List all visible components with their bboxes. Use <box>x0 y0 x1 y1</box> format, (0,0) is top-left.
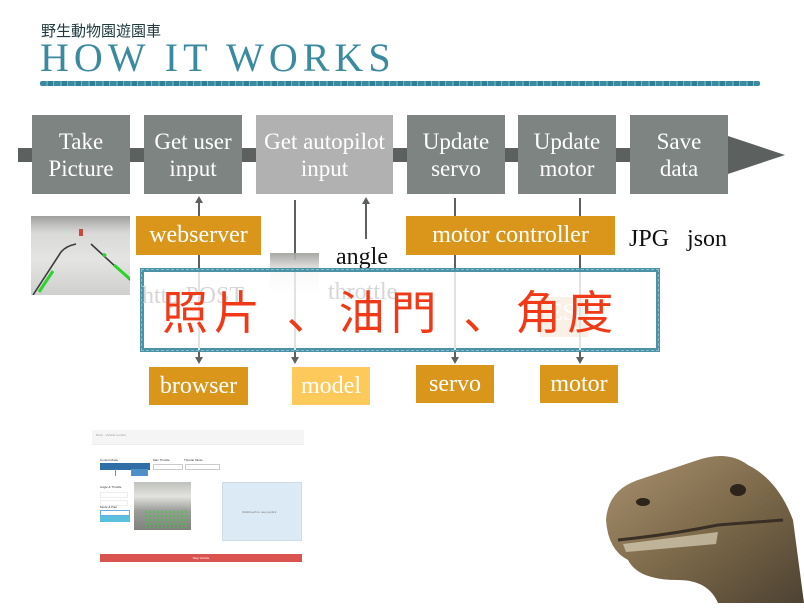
dino-mouth-line <box>617 518 784 542</box>
callout-text: 照片 、油門 、角度 <box>162 286 620 340</box>
dino-nostril <box>636 498 650 506</box>
motor-tag: motor <box>540 365 618 403</box>
mode-pilot-select[interactable] <box>100 510 130 516</box>
dino-teeth <box>623 532 718 552</box>
camera-photo <box>31 216 130 295</box>
arrow-to-servo-icon <box>451 352 459 364</box>
web-ui-breadcrumb: Drive · Vehicle Control <box>96 433 126 437</box>
joystick-panel[interactable] <box>222 482 302 541</box>
title-underline <box>40 81 760 86</box>
step-update-motor: Update motor <box>518 115 616 194</box>
control-mode-label: Control Mode <box>100 458 119 462</box>
step-save-data: Save data <box>630 115 728 194</box>
servo-tag: servo <box>416 365 494 403</box>
track-detect-left <box>37 270 55 293</box>
http-post-faded-label: http POST <box>142 283 245 309</box>
connector-webserver-browser <box>198 254 200 268</box>
data-formats-label: JPG json <box>629 226 728 252</box>
angle-field[interactable] <box>100 492 128 498</box>
track-line-left <box>32 243 77 295</box>
web-ui-screenshot: Drive · Vehicle Control Control Mode Max… <box>92 430 304 565</box>
joystick-panel-text: Click/touch to use joystick <box>242 510 277 514</box>
throttle-faded-label: throttle <box>328 279 398 305</box>
max-throttle-label: Max Throttle <box>153 458 170 462</box>
step-update-servo: Update servo <box>407 115 505 194</box>
dino-head-shape <box>606 456 804 603</box>
web-ui-detection-overlay <box>144 510 189 528</box>
browser-tag: browser <box>149 367 248 405</box>
throttle-mode-label: Throttle Mode <box>184 458 203 462</box>
track-lines-graphic <box>32 229 130 295</box>
connector-servo <box>454 198 456 216</box>
max-throttle-select[interactable] <box>153 464 183 470</box>
connector-motor <box>579 198 581 216</box>
slide-title: HOW IT WORKS <box>40 35 396 80</box>
web-ui-topbar <box>92 430 304 445</box>
faded-connector <box>294 272 296 350</box>
connector-mc-motor <box>579 254 581 268</box>
stop-vehicle-button[interactable]: Stop Vehicle <box>100 554 302 562</box>
dino-eye <box>730 484 746 496</box>
connector-webserver-up <box>195 196 203 216</box>
esc-faded-label: ESC <box>548 300 593 326</box>
arrow-to-model-icon <box>291 352 299 364</box>
connector-angle-up <box>362 197 370 239</box>
dinosaur-image <box>598 440 804 603</box>
faded-connector <box>198 272 200 350</box>
slide-subtitle: 野生動物園遊園車 <box>41 22 162 40</box>
faded-connector <box>579 272 581 350</box>
track-detect-right <box>102 252 130 281</box>
cone-marker <box>79 229 83 236</box>
angle-label: angle <box>336 244 388 270</box>
throttle-mode-select[interactable] <box>185 464 220 470</box>
webserver-tag: webserver <box>136 216 261 255</box>
step-take-picture: Take Picture <box>32 115 130 194</box>
mode-pilot-label: Mode & Pilot <box>100 505 118 509</box>
motor-controller-tag: motor controller <box>406 216 615 255</box>
throttle-field[interactable] <box>100 500 128 506</box>
arrow-to-browser-icon <box>195 352 203 364</box>
model-tag: model <box>292 367 370 405</box>
faded-connector <box>454 272 456 350</box>
step-get-autopilot-input: Get autopilot input <box>256 115 393 194</box>
arrow-to-motor-icon <box>576 352 584 364</box>
connector-autopilot-down <box>294 200 296 260</box>
connector-mc-servo <box>454 254 456 268</box>
step-get-user-input: Get user input <box>144 115 242 194</box>
t-rex-head-icon <box>606 456 804 603</box>
angle-throttle-label: Angle & Throttle <box>100 485 122 489</box>
process-arrow-icon <box>728 136 785 174</box>
control-mode-buttons[interactable] <box>100 463 150 476</box>
start-recording-button[interactable] <box>100 516 130 522</box>
